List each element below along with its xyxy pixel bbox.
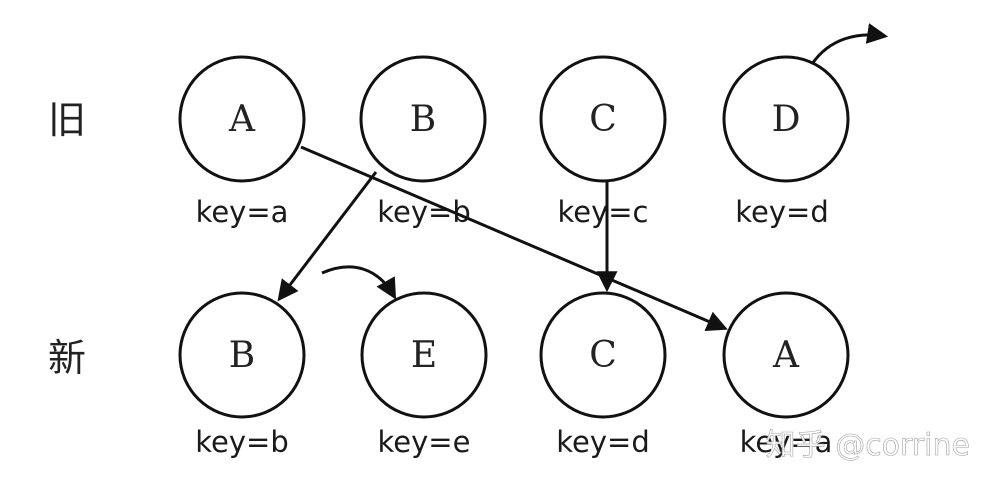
new-node-b-letter: B [229,335,255,376]
row-label-old: 旧 [48,98,86,142]
new-key-b: key=b [195,425,288,459]
new-node-c: C [539,291,667,419]
new-node-b: B [178,291,306,419]
new-node-e: E [360,291,488,419]
old-key-a: key=a [196,195,289,229]
new-node-a: A [722,291,850,419]
row-label-new: 新 [48,336,86,380]
new-key-a: key=a [740,425,833,459]
old-node-b: B [359,55,487,183]
watermark: 知乎 @corrine [766,428,970,463]
old-node-b-letter: B [410,99,436,140]
new-node-a-letter: A [772,335,800,376]
old-node-d-letter: D [772,99,801,140]
old-node-d: D [722,55,850,183]
old-node-c-letter: C [589,99,617,140]
new-node-c-letter: C [589,335,617,376]
new-node-e-letter: E [411,335,437,376]
arrow-b-to-b [277,171,378,302]
old-node-a-letter: A [228,99,256,140]
new-key-d: key=d [556,425,649,459]
arrow-a-to-a [300,145,728,332]
arrow-e-inserted [321,265,397,300]
new-key-e: key=e [378,425,471,459]
old-key-d: key=d [735,195,828,229]
arrow-d-removed [810,23,889,65]
old-node-c: C [539,55,667,183]
old-key-c: key=c [557,195,648,229]
old-node-a: A [178,55,306,183]
